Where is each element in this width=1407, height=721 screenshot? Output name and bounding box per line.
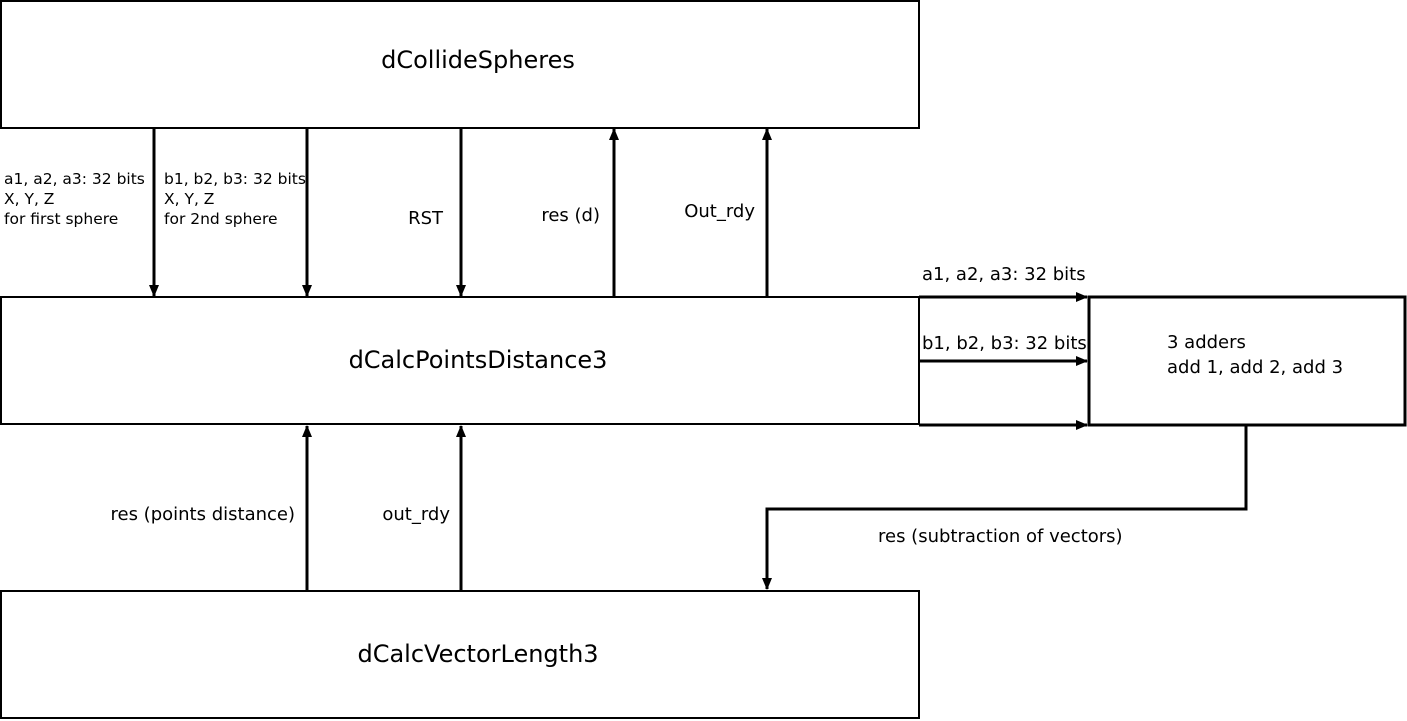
label-rst: RST: [408, 208, 444, 229]
label-res-subtraction: res (subtraction of vectors): [878, 526, 1123, 547]
label-a-inputs-line3: for first sphere: [4, 210, 118, 228]
block-dcollidespheres: dCollideSpheres: [0, 0, 920, 129]
label-res-points-distance: res (points distance): [111, 504, 296, 525]
label-b-inputs-line1: b1, b2, b3: 32 bits: [164, 170, 306, 188]
label-out-rdy-bottom: out_rdy: [382, 504, 450, 525]
label-out-rdy-top: Out_rdy: [684, 201, 755, 222]
label-to-adders-b: b1, b2, b3: 32 bits: [922, 333, 1087, 354]
block-dcalcvectorlength3: dCalcVectorLength3: [0, 590, 920, 719]
block-dcalcpointsdistance3: dCalcPointsDistance3: [0, 296, 920, 425]
block-adders-line2: add 1, add 2, add 3: [1167, 357, 1343, 378]
label-to-adders-a: a1, a2, a3: 32 bits: [922, 264, 1086, 285]
label-a-inputs-line1: a1, a2, a3: 32 bits: [4, 170, 145, 188]
block-adders: 3 adders add 1, add 2, add 3: [1087, 295, 1407, 427]
label-b-inputs-line3: for 2nd sphere: [164, 210, 278, 228]
label-a-inputs-line2: X, Y, Z: [4, 190, 54, 208]
block-dcalcvectorlength3-title: dCalcVectorLength3: [357, 640, 598, 668]
label-b-inputs-line2: X, Y, Z: [164, 190, 214, 208]
block-dcollidespheres-title: dCollideSpheres: [381, 46, 575, 74]
block-adders-line1: 3 adders: [1167, 332, 1246, 353]
label-res-d: res (d): [541, 205, 600, 226]
arrow-res-subtraction: [762, 426, 1248, 590]
label-b-inputs: b1, b2, b3: 32 bits X, Y, Z for 2nd sphe…: [164, 170, 306, 228]
block-dcalcpointsdistance3-title: dCalcPointsDistance3: [349, 346, 608, 374]
label-a-inputs: a1, a2, a3: 32 bits X, Y, Z for first sp…: [4, 170, 145, 228]
